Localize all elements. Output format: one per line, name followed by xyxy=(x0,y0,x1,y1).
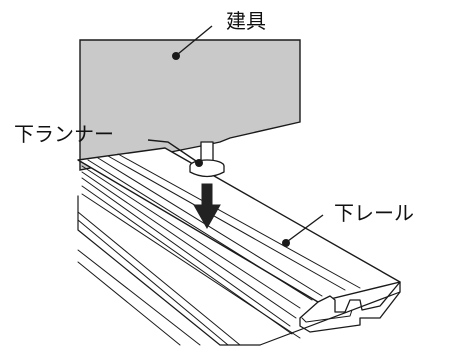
rail-track-line xyxy=(81,193,301,339)
rail-track-line xyxy=(81,177,291,327)
callout-leader xyxy=(147,139,197,162)
fitting-panel xyxy=(79,39,301,171)
rail-end-channel xyxy=(301,309,353,323)
runner-wheel-side xyxy=(189,165,225,178)
callout-lower-rail: 下レール xyxy=(282,201,414,247)
label-lower-rail: 下レール xyxy=(334,201,414,225)
down-arrow xyxy=(193,183,221,230)
rail-lower-edge xyxy=(77,211,241,346)
rail-track-line xyxy=(107,155,346,291)
rail-track-line xyxy=(81,165,301,309)
callout-dot xyxy=(172,52,180,60)
callout-dot xyxy=(282,239,290,247)
rail-track-line xyxy=(81,171,297,319)
rail-track-line xyxy=(97,157,323,297)
lower-rail xyxy=(77,147,401,346)
callout-leader xyxy=(177,25,213,55)
rail-base-edge xyxy=(77,261,181,346)
rail-track-line xyxy=(87,159,313,301)
label-lower-runner: 下ランナー xyxy=(14,122,114,146)
rail-lower-edge xyxy=(77,219,229,346)
callout-lower-runner: 下ランナー xyxy=(14,122,203,167)
rail-base-edge xyxy=(77,249,201,346)
label-fitting: 建具 xyxy=(226,9,266,33)
callout-fitting: 建具 xyxy=(172,9,266,60)
rail-track-line xyxy=(117,153,361,289)
callout-leader xyxy=(287,214,324,242)
callout-dot xyxy=(195,159,203,167)
